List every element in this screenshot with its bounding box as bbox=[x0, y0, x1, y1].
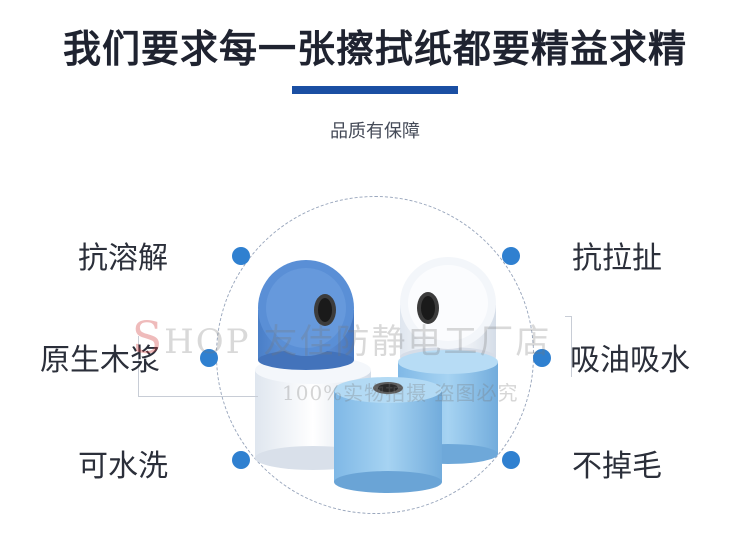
feature-lint-free: 不掉毛 bbox=[572, 449, 662, 484]
headline: 我们要求每一张擦拭纸都要精益求精 bbox=[62, 27, 687, 71]
dot-right-middle bbox=[533, 349, 551, 367]
feature-virgin-wood-pulp: 原生木浆 bbox=[40, 343, 160, 378]
dot-left-bottom bbox=[232, 451, 250, 469]
dot-left-top bbox=[232, 247, 250, 265]
blue-roll-top-left bbox=[258, 260, 354, 370]
feature-absorbs-oil-water: 吸油吸水 bbox=[570, 343, 690, 378]
shop-watermark: SHOP 友佳防静电工厂店 bbox=[132, 313, 551, 364]
white-roll-top-right bbox=[400, 257, 496, 367]
dot-right-bottom bbox=[502, 451, 520, 469]
feature-tear-resistant: 抗拉扯 bbox=[572, 241, 662, 276]
feature-anti-dissolve: 抗溶解 bbox=[78, 241, 168, 276]
subtitle: 品质有保障 bbox=[330, 121, 420, 142]
blue-roll-front bbox=[334, 377, 442, 493]
leader-line-left-bottom bbox=[138, 396, 258, 397]
leader-line-left bbox=[138, 336, 139, 396]
watermark-line1: HOP 友佳防静电工厂店 bbox=[164, 322, 552, 362]
watermark-s-letter: S bbox=[132, 313, 165, 364]
leader-line-right bbox=[565, 316, 572, 377]
watermark-line2: 100%实物拍摄 盗图必究 bbox=[282, 381, 519, 405]
dot-left-middle bbox=[200, 349, 218, 367]
title-accent-bar bbox=[292, 86, 458, 94]
feature-washable: 可水洗 bbox=[78, 449, 168, 484]
dot-right-top bbox=[502, 247, 520, 265]
